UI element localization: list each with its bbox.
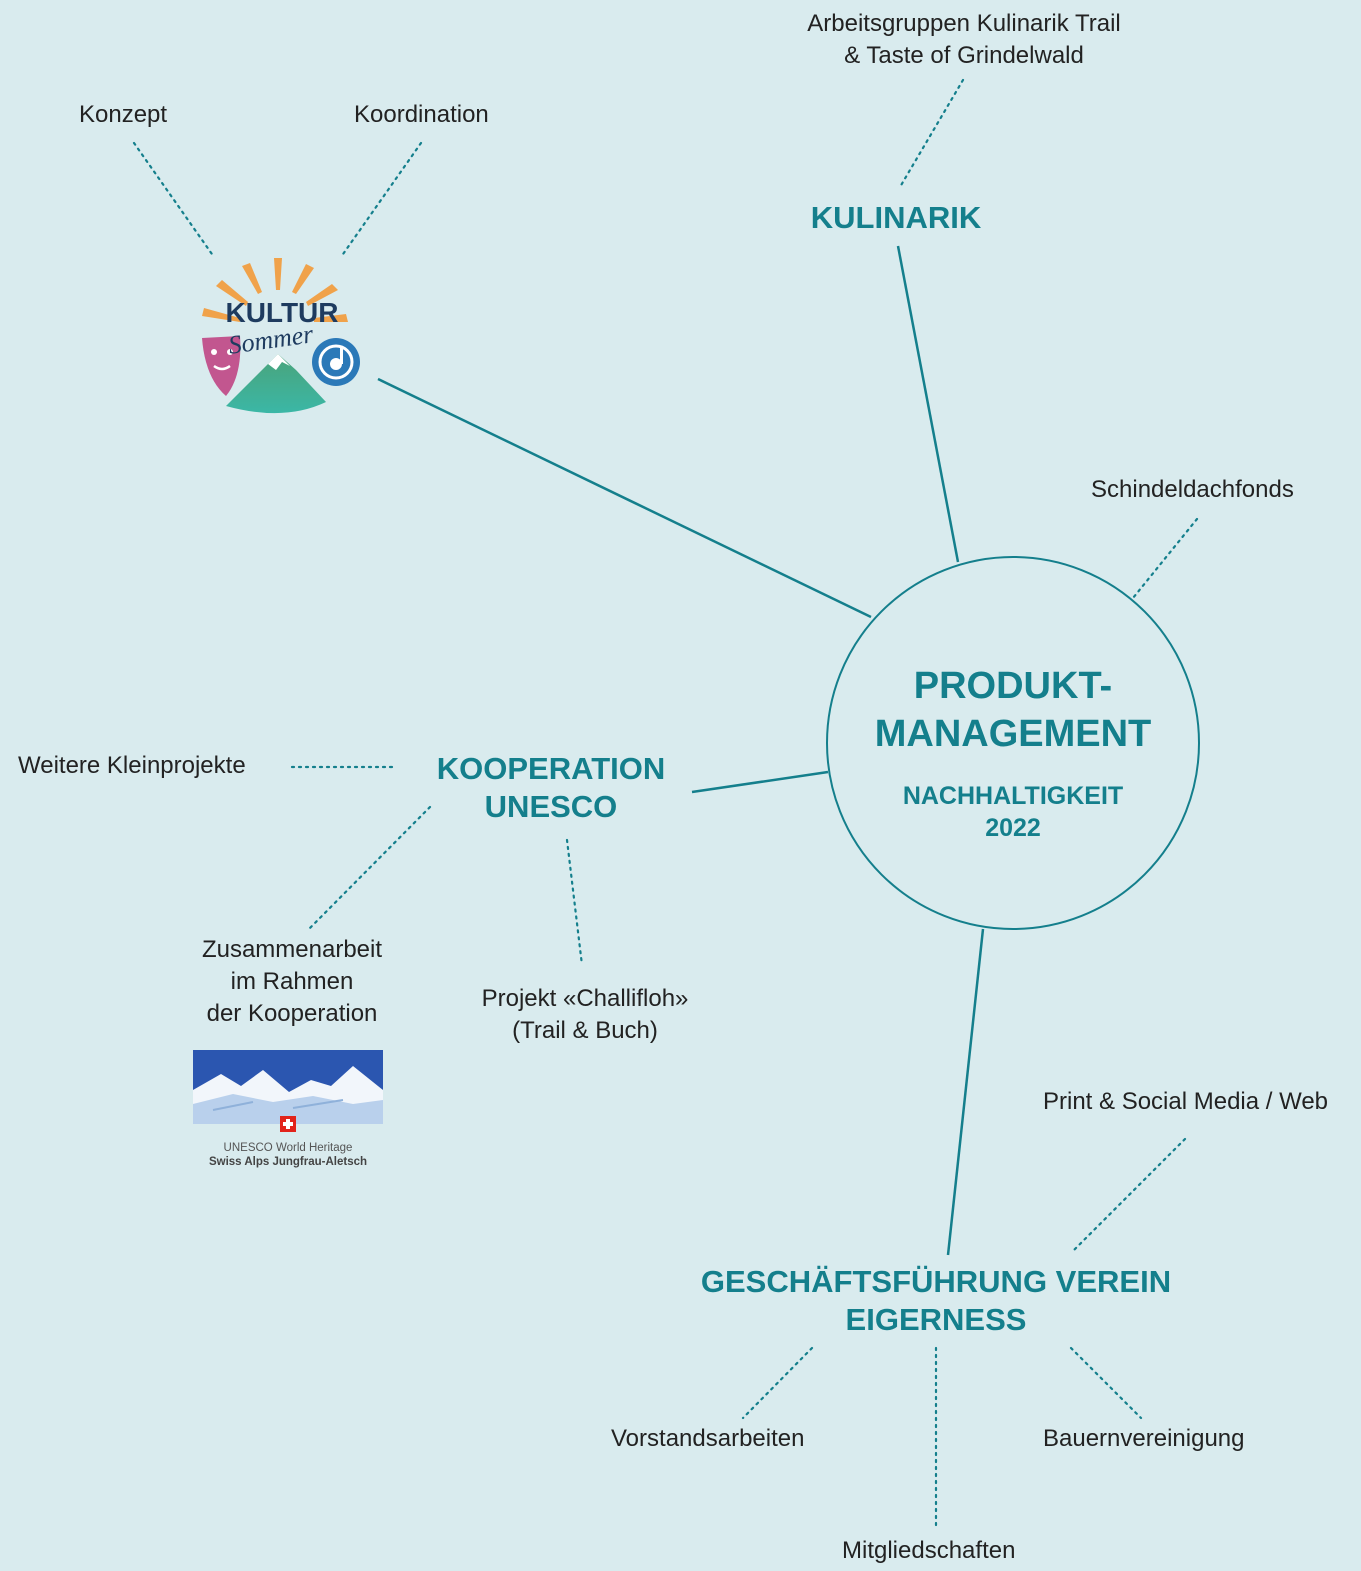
heading-unesco-line1: KOOPERATION	[436, 751, 666, 786]
svg-text:UNESCO World Heritage: UNESCO World Heritage	[224, 1142, 353, 1154]
label-vorstandsarbeiten: Vorstandsarbeiten	[611, 1425, 805, 1452]
hub-title-line2: MANAGEMENT	[874, 713, 1152, 755]
link-hub-geschaeftsfuehrung	[946, 928, 985, 1256]
swiss-flag-icon	[280, 1116, 296, 1132]
link-hub-unesco	[691, 770, 829, 794]
hub-circle: PRODUKT- MANAGEMENT NACHHALTIGKEIT 2022	[826, 556, 1200, 930]
music-note-icon	[312, 338, 360, 386]
heading-geschaeft-line2: EIGERNESS	[845, 1302, 1027, 1337]
dotted-link-challifloh	[565, 838, 584, 967]
label-arbeitsgruppen-line2: & Taste of Grindelwald	[844, 42, 1084, 69]
heading-unesco-line2: UNESCO	[484, 789, 618, 824]
hub-title: PRODUKT- MANAGEMENT	[828, 662, 1198, 758]
dotted-link-vorstand	[741, 1346, 814, 1420]
dotted-link-koordination	[339, 141, 423, 259]
label-weitere-kleinprojekte: Weitere Kleinprojekte	[18, 752, 246, 779]
heading-geschaeft-line1: GESCHÄFTSFÜHRUNG VEREIN	[700, 1264, 1172, 1299]
heading-kulinarik: KULINARIK	[810, 200, 982, 235]
unesco-world-heritage-logo: UNESCO World Heritage Swiss Alps Jungfra…	[193, 1050, 383, 1168]
label-schindeldachfonds: Schindeldachfonds	[1091, 476, 1294, 503]
hub-subtitle-line1: NACHHALTIGKEIT	[902, 782, 1124, 810]
dotted-link-arbeitsgruppen	[898, 78, 965, 189]
mountain-icon	[226, 354, 326, 414]
label-arbeitsgruppen: Arbeitsgruppen Kulinarik Trail & Taste o…	[764, 8, 1164, 72]
label-koordination: Koordination	[354, 101, 489, 128]
label-arbeitsgruppen-line1: Arbeitsgruppen Kulinarik Trail	[807, 10, 1121, 37]
label-zusammenarbeit-line2: im Rahmen	[230, 968, 354, 995]
label-konzept: Konzept	[79, 101, 168, 128]
link-hub-kulinarik	[896, 245, 960, 563]
label-print-social-media: Print & Social Media / Web	[1043, 1088, 1329, 1115]
dotted-link-bauern	[1069, 1346, 1143, 1420]
label-zusammenarbeit-line1: Zusammenarbeit	[201, 936, 383, 963]
link-hub-kultursommer	[377, 377, 872, 619]
kultursommer-logo: KULTUR Sommer	[202, 258, 360, 414]
label-mitgliedschaften: Mitgliedschaften	[842, 1537, 1016, 1564]
svg-text:Swiss Alps Jungfrau-Aletsch: Swiss Alps Jungfrau-Aletsch	[209, 1156, 367, 1168]
hub-title-line1: PRODUKT-	[913, 665, 1113, 707]
hub-subtitle-line2: 2022	[985, 814, 1041, 842]
label-challifloh-line2: (Trail & Buch)	[512, 1017, 658, 1044]
label-challifloh: Projekt «Challifloh» (Trail & Buch)	[455, 983, 715, 1047]
svg-text:KULTUR: KULTUR	[225, 297, 338, 328]
label-bauernvereinigung: Bauernvereinigung	[1043, 1425, 1245, 1452]
label-challifloh-line1: Projekt «Challifloh»	[481, 985, 689, 1012]
label-zusammenarbeit-line3: der Kooperation	[206, 1000, 378, 1027]
dotted-link-konzept	[132, 141, 216, 259]
heading-kooperation-unesco: KOOPERATION UNESCO	[401, 750, 701, 826]
hub-subtitle: NACHHALTIGKEIT 2022	[828, 780, 1198, 844]
dotted-link-zusammenarbeit	[306, 805, 432, 932]
dotted-link-schindeldachfonds	[1131, 517, 1199, 600]
dotted-link-print	[1070, 1137, 1187, 1254]
heading-geschaeftsfuehrung: GESCHÄFTSFÜHRUNG VEREIN EIGERNESS	[646, 1263, 1226, 1339]
label-zusammenarbeit: Zusammenarbeit im Rahmen der Kooperation	[162, 934, 422, 1030]
